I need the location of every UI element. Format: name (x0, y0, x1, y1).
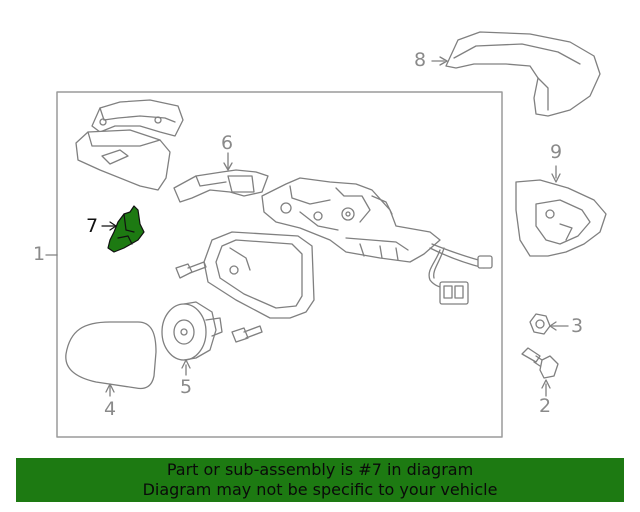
callout-1: 1 (33, 243, 46, 265)
banner-line-2: Diagram may not be specific to your vehi… (142, 480, 498, 499)
part-3-nut (529, 313, 569, 335)
part-5-actuator (161, 301, 223, 376)
callout-7: 7 (86, 215, 99, 237)
part-2-bolt (521, 347, 559, 397)
info-banner: Part or sub-assembly is #7 in diagram Di… (16, 458, 624, 502)
part-9-cover (515, 165, 607, 257)
callout-8: 8 (414, 49, 427, 71)
callout-9: 9 (550, 141, 563, 163)
assembly-frame (56, 91, 503, 438)
callout-3: 3 (571, 315, 584, 337)
upper-trim-piece (75, 99, 184, 191)
banner-line-1: Part or sub-assembly is #7 in diagram (166, 460, 474, 479)
parts-diagram (45, 31, 607, 438)
callout-4: 4 (104, 398, 117, 420)
part-4-mirror-glass (65, 321, 157, 397)
mirror-housing-assembly (261, 177, 493, 305)
callout-2: 2 (539, 395, 552, 417)
screw-a (175, 261, 207, 279)
callout-6: 6 (221, 132, 234, 154)
callout-5: 5 (180, 376, 193, 398)
part-7-highlighted (101, 205, 145, 253)
part-6-bracket (173, 152, 269, 203)
screw-b (231, 325, 263, 343)
part-8-cap (431, 31, 601, 117)
glass-backing-frame (203, 231, 315, 319)
